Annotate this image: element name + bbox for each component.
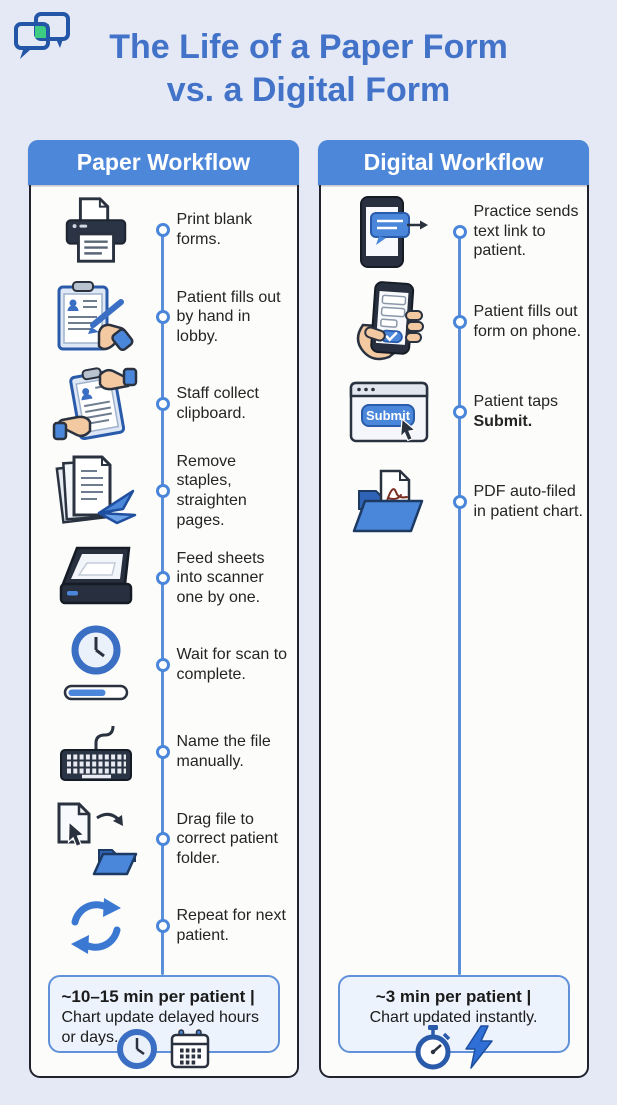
step-label: Repeat for next patient.	[176, 907, 286, 944]
step-label: PDF auto-filed in patient chart.	[473, 482, 583, 520]
digital-summary-box: ~3 min per patient | Chart updated insta…	[337, 974, 570, 1069]
keyboard-icon	[31, 720, 149, 784]
workflow-columns: Paper Workflow Print blank forms. Patient…	[0, 139, 617, 1078]
timeline-node	[155, 919, 170, 933]
pdf-folder-icon	[321, 467, 446, 537]
paper-workflow-title: Paper Workflow	[76, 148, 251, 175]
step-label: Patient fills out by hand in lobby.	[176, 288, 281, 345]
step-label: Patient fills out form on phone.	[473, 302, 582, 340]
workflow-step: Repeat for next patient.	[31, 883, 297, 970]
paper-workflow-panel: Paper Workflow Print blank forms. Patient…	[28, 139, 299, 1078]
digital-workflow-panel: Digital Workflow Practice sends text lin…	[318, 139, 589, 1078]
lightning-icon	[463, 1024, 495, 1070]
workflow-step: PDF auto-filed in patient chart.	[321, 457, 587, 547]
clock-progress-icon	[31, 624, 149, 706]
page-title: The Life of a Paper Form vs. a Digital F…	[109, 28, 508, 110]
stopwatch-icon	[412, 1023, 454, 1071]
phone-message-icon	[321, 195, 446, 269]
step-label: Practice sends text link to patient.	[473, 203, 579, 260]
digital-workflow-title: Digital Workflow	[363, 148, 544, 175]
timeline-node	[155, 223, 170, 237]
step-label: Staff collect clipboard.	[176, 385, 259, 422]
step-label: Remove staples, straighten pages.	[176, 452, 247, 529]
digital-workflow-header: Digital Workflow	[318, 139, 589, 185]
phone-form-icon	[321, 279, 446, 365]
summary-note: Chart updated instantly.	[369, 1008, 538, 1026]
printer-icon	[31, 194, 149, 266]
timeline-line	[160, 230, 164, 975]
svg-text:Submit: Submit	[366, 408, 411, 423]
drag-file-folder-icon	[31, 800, 149, 878]
timeline-node	[452, 404, 467, 419]
timeline-node	[155, 571, 170, 585]
submit-browser-icon: Submit	[321, 379, 446, 445]
workflow-step: Print blank forms.	[31, 187, 297, 274]
paper-workflow-header: Paper Workflow	[28, 139, 299, 185]
scanner-icon	[31, 540, 149, 616]
timeline-node	[155, 484, 170, 498]
workflow-step: Staff collect clipboard.	[31, 361, 297, 448]
summary-time: ~10–15 min per patient |	[61, 986, 255, 1006]
timeline-node	[452, 494, 467, 509]
repeat-icon	[31, 897, 149, 955]
timeline-node	[452, 224, 467, 239]
timeline-node	[452, 314, 467, 329]
workflow-step: Submit Patient taps Submit.	[321, 367, 587, 457]
timeline-node	[155, 397, 170, 411]
workflow-step: Patient fills out by hand in lobby.	[31, 274, 297, 361]
header: The Life of a Paper Form vs. a Digital F…	[0, 0, 617, 140]
workflow-step: Drag file to correct patient folder.	[31, 796, 297, 883]
timeline-node	[155, 310, 170, 324]
step-label: Drag file to correct patient folder.	[176, 810, 278, 867]
timeline-node	[155, 745, 170, 759]
timeline-node	[155, 658, 170, 672]
timeline-line	[457, 230, 461, 975]
workflow-step: Wait for scan to complete.	[31, 622, 297, 709]
calendar-icon	[168, 1027, 212, 1071]
summary-note: Chart update delayed hours or days.	[61, 1008, 259, 1047]
step-label: Name the file manually.	[176, 733, 271, 770]
summary-time: ~3 min per patient |	[375, 986, 532, 1006]
timeline-node	[155, 832, 170, 846]
workflow-step: Practice sends text link to patient.	[321, 187, 587, 277]
step-label: Wait for scan to complete.	[176, 646, 288, 683]
clock-icon	[115, 1027, 159, 1071]
paper-summary-box: ~10–15 min per patient | Chart update de…	[47, 974, 280, 1069]
hands-clipboard-icon	[31, 361, 149, 447]
workflow-step: Name the file manually.	[31, 709, 297, 796]
step-label: Feed sheets into scanner one by one.	[176, 549, 265, 606]
workflow-step: Feed sheets into scanner one by one.	[31, 535, 297, 622]
workflow-step: Remove staples, straighten pages.	[31, 448, 297, 535]
workflow-step: Patient fills out form on phone.	[321, 277, 587, 367]
step-label: Print blank forms.	[176, 211, 253, 248]
chat-bubbles-icon	[12, 10, 72, 69]
staple-remover-icon	[31, 451, 149, 531]
clipboard-pen-icon	[31, 277, 149, 357]
step-label: Patient taps Submit.	[473, 392, 559, 430]
